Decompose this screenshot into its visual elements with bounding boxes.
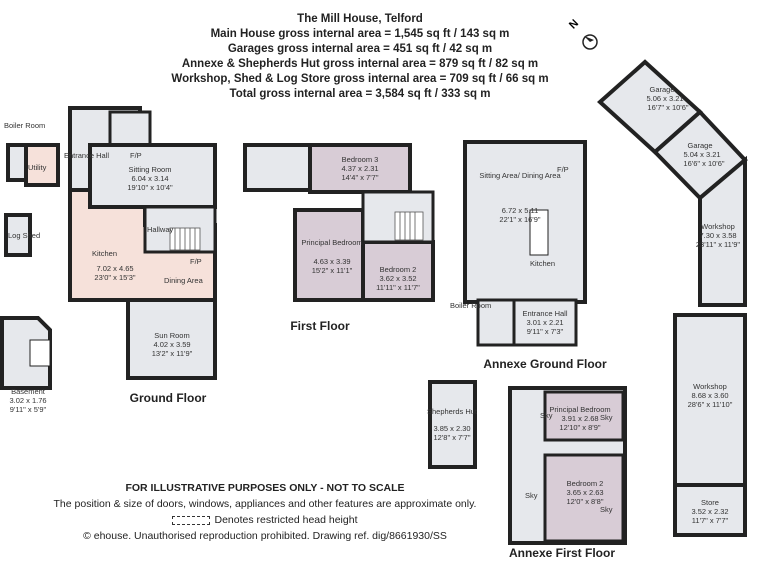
room-dims-imperial: 16'7" x 10'6" xyxy=(647,103,688,112)
area-line: Annexe & Shepherds Hut gross internal ar… xyxy=(181,58,539,70)
room-dims-metric: 7.30 x 3.58 xyxy=(699,231,736,240)
room-dims-imperial: 23'11" x 11'9" xyxy=(696,240,741,249)
room-label-principal-bedroom: Principal Bedroom xyxy=(301,238,362,247)
room-dims-metric: 8.68 x 3.60 xyxy=(691,391,728,400)
sky-label: Sky xyxy=(540,411,553,420)
room-dims-imperial: 11'11" x 11'7" xyxy=(376,283,420,292)
room-label-entrance-hall: Entrance Hall xyxy=(64,151,109,160)
room-dims-imperial: 14'4" x 7'7" xyxy=(342,173,379,182)
room-dims-imperial: 12'0" x 8'8" xyxy=(567,497,604,506)
shepherds-hut-plan: Shepherds Hut 3.85 x 2.30 12'8" x 7'7" xyxy=(427,380,478,469)
room-dims-imperial: 15'2" x 11'1" xyxy=(312,266,353,275)
room-label-log-shed: Log Shed xyxy=(8,231,40,240)
fireplace-label: F/P xyxy=(557,165,569,174)
room-dims-metric: 4.37 x 2.31 xyxy=(341,164,378,173)
room-dims-metric: 3.91 x 2.68 xyxy=(561,414,598,423)
room-label-bedroom3: Bedroom 3 xyxy=(342,155,379,164)
room-label-bedroom2: Bedroom 2 xyxy=(380,265,417,274)
room-label-shepherds: Shepherds Hut xyxy=(427,407,478,416)
room-label-kitchen: Kitchen xyxy=(92,249,117,258)
area-line: Garages gross internal area = 451 sq ft … xyxy=(227,43,493,55)
room-dims-imperial: 13'2" x 11'9" xyxy=(152,349,193,358)
room-dims-metric: 5.06 x 3.21 xyxy=(646,94,683,103)
room-dims-metric: 3.52 x 2.32 xyxy=(691,507,728,516)
room-dims-imperial: 23'0" x 15'3" xyxy=(94,273,135,282)
room-label-sun-room: Sun Room xyxy=(154,331,189,340)
room-label-basement: Basement xyxy=(11,387,46,396)
room-label-sitting: Sitting Room xyxy=(129,165,172,174)
room-dims-imperial: 16'6" x 10'6" xyxy=(683,159,724,168)
room-label-garage1: Garage xyxy=(649,85,674,94)
copyright-line: © ehouse. Unauthorised reproduction proh… xyxy=(83,530,447,542)
disclaimer: FOR ILLUSTRATIVE PURPOSES ONLY - NOT TO … xyxy=(20,480,510,544)
sky-label: Sky xyxy=(600,413,613,422)
room-dims-imperial: 12'10" x 8'9" xyxy=(559,423,600,432)
room-label-boiler: Boiler Room xyxy=(4,121,45,130)
room-dims-metric: 3.62 x 3.52 xyxy=(379,274,416,283)
room-label-store: Store xyxy=(701,498,719,507)
room-dims-metric: 4.02 x 3.59 xyxy=(153,340,190,349)
annexe-ground-floor-plan: F/P Sitting Area/ Dining Area 6.72 x 5.1… xyxy=(450,140,607,371)
ground-floor-plan: Boiler Room Utility Entrance Hall Log Sh… xyxy=(0,106,217,414)
annexe-first-floor-plan: Principal Bedroom 3.91 x 2.68 12'10" x 8… xyxy=(508,386,627,560)
head-height-legend: Denotes restricted head height xyxy=(20,512,510,528)
garages-workshop-plan: Garage 5.06 x 3.21 16'7" x 10'6" Garage … xyxy=(597,59,748,537)
sky-label: Sky xyxy=(600,505,613,514)
plan-title: The Mill House, Telford xyxy=(297,13,423,25)
room-label-annexe-entrance: Entrance Hall xyxy=(522,309,567,318)
area-line: Main House gross internal area = 1,545 s… xyxy=(210,28,510,40)
room-dims-metric: 5.04 x 3.21 xyxy=(683,150,720,159)
room-dims-imperial: 9'11" x 7'3" xyxy=(527,327,564,336)
disclaimer-title: FOR ILLUSTRATIVE PURPOSES ONLY - NOT TO … xyxy=(125,482,405,494)
room-dims-imperial: 12'8" x 7'7" xyxy=(434,433,471,442)
floor-label-first: First Floor xyxy=(290,319,350,333)
room-dims-imperial: 9'11" x 5'9" xyxy=(10,405,47,414)
first-floor-plan: Bedroom 3 4.37 x 2.31 14'4" x 7'7" Princ… xyxy=(243,143,435,333)
room-dims-metric: 6.72 x 5.11 xyxy=(502,206,539,215)
room-dims-imperial: 19'10" x 10'4" xyxy=(127,183,173,192)
room-label-dining: Dining Area xyxy=(164,276,204,285)
room-dims-metric: 3.02 x 1.76 xyxy=(9,396,46,405)
room-dims-metric: 3.01 x 2.21 xyxy=(526,318,563,327)
disclaimer-line: The position & size of doors, windows, a… xyxy=(53,498,477,510)
room-dims-metric: 3.85 x 2.30 xyxy=(433,424,470,433)
room-label-workshop2: Workshop xyxy=(693,382,727,391)
fireplace-label: F/P xyxy=(130,151,142,160)
room-dims-imperial: 11'7" x 7'7" xyxy=(692,516,729,525)
room-dims-imperial: 28'6" x 11'10" xyxy=(688,400,733,409)
floor-label-ground: Ground Floor xyxy=(130,391,207,405)
compass-label: N xyxy=(567,17,581,31)
room-dims-metric: 6.04 x 3.14 xyxy=(131,174,168,183)
room-dims-imperial: 22'1" x 16'9" xyxy=(499,215,540,224)
dashed-box-icon xyxy=(172,515,211,525)
head-height-label: Denotes restricted head height xyxy=(214,514,358,526)
room-dims-metric: 3.65 x 2.63 xyxy=(566,488,603,497)
room-label-garage2: Garage xyxy=(687,141,712,150)
room-label-hallway: Hallway xyxy=(147,225,174,234)
room-label-utility: Utility xyxy=(28,163,47,172)
room-label-annexe-kitchen: Kitchen xyxy=(530,259,555,268)
room-label-annexe-sitting: Sitting Area/ Dining Area xyxy=(479,171,561,180)
room-label-annexe-boiler: Boiler Room xyxy=(450,301,491,310)
floor-label-annexe-first: Annexe First Floor xyxy=(509,546,615,560)
floor-label-annexe-ground: Annexe Ground Floor xyxy=(483,357,607,371)
compass-icon: N xyxy=(567,17,598,50)
sky-label: Sky xyxy=(525,491,538,500)
room-label-annexe-bedroom2: Bedroom 2 xyxy=(567,479,604,488)
room-dims-metric: 7.02 x 4.65 xyxy=(96,264,133,273)
room-label-annexe-principal: Principal Bedroom xyxy=(549,405,610,414)
room-label-workshop1: Workshop xyxy=(701,222,735,231)
room-dims-metric: 4.63 x 3.39 xyxy=(313,257,350,266)
fireplace-label: F/P xyxy=(190,257,202,266)
header: The Mill House, Telford Main House gross… xyxy=(140,12,580,102)
area-line: Total gross internal area = 3,584 sq ft … xyxy=(229,88,491,100)
area-line: Workshop, Shed & Log Store gross interna… xyxy=(171,73,549,85)
